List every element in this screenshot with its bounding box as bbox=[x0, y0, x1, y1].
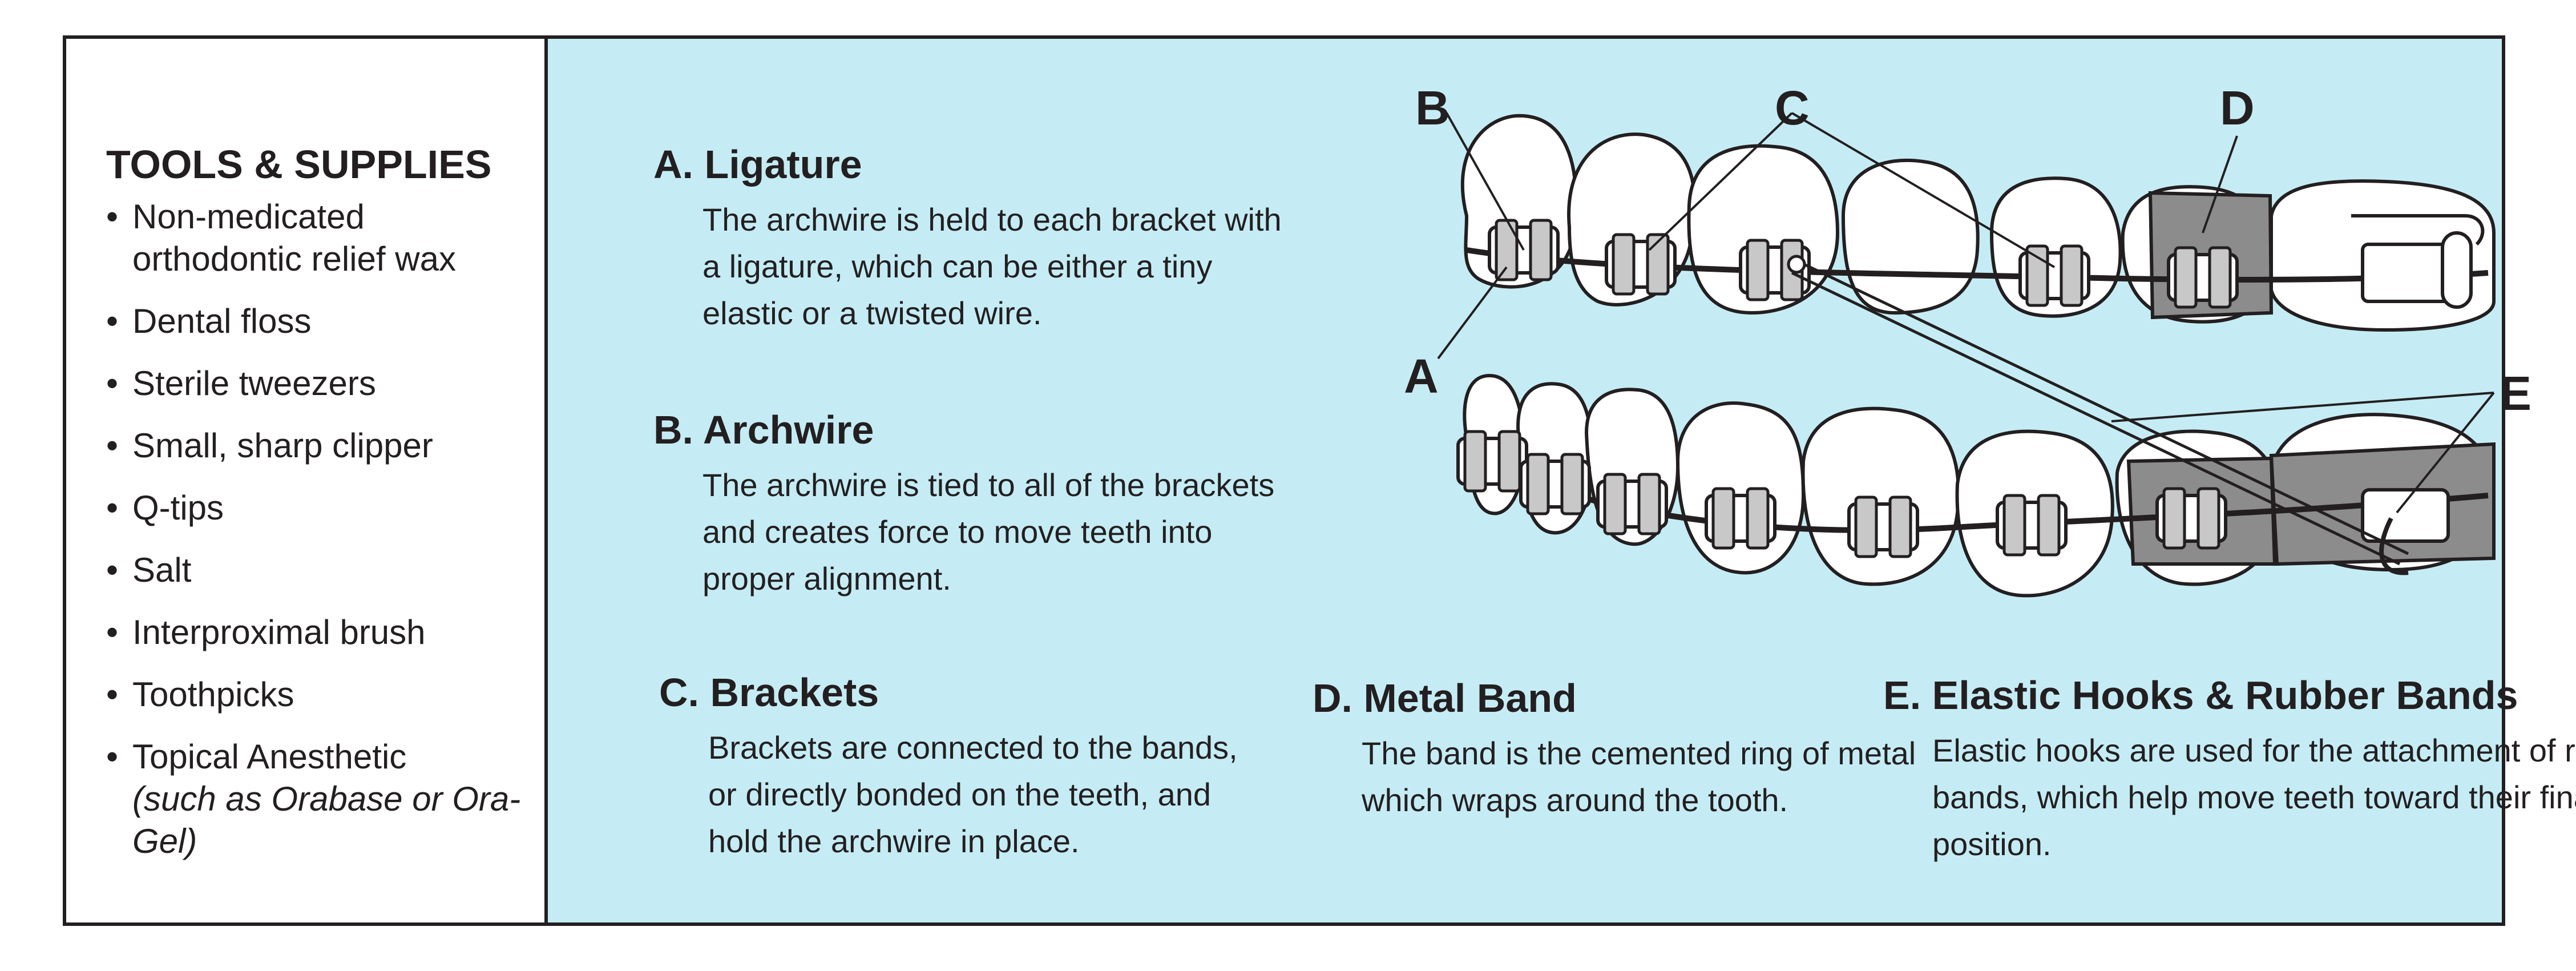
list-item: •Toothpicks bbox=[106, 674, 528, 716]
list-item: •Dental floss bbox=[106, 300, 528, 343]
section-elastic-hooks: E. Elastic Hooks & Rubber Bands Elastic … bbox=[1883, 672, 2576, 868]
section-heading: E. Elastic Hooks & Rubber Bands bbox=[1883, 673, 2518, 718]
callout-c: C bbox=[1775, 81, 1810, 135]
section-text: The archwire is held to each bracket wit… bbox=[702, 202, 1282, 331]
list-item: •Salt bbox=[106, 549, 528, 591]
bullet-icon: • bbox=[106, 198, 119, 236]
elastic-hook bbox=[2361, 488, 2450, 575]
bullet-icon: • bbox=[106, 738, 119, 776]
list-item: •Sterile tweezers bbox=[106, 362, 528, 405]
braces-info-card: TOOLS & SUPPLIES •Non-medicated orthodon… bbox=[63, 35, 2576, 926]
lower-bracket bbox=[1706, 489, 1775, 548]
section-heading: C. Brackets bbox=[659, 670, 879, 715]
section-text: The archwire is tied to all of the brack… bbox=[702, 467, 1275, 597]
rubber-band bbox=[1787, 255, 2409, 566]
section-ligature: A. Ligature The archwire is held to each… bbox=[653, 142, 1293, 337]
list-item: •Non-medicated orthodontic relief wax bbox=[106, 196, 528, 280]
list-item-note: (such as Orabase or Ora-Gel) bbox=[132, 780, 521, 860]
tools-supplies-panel: TOOLS & SUPPLIES •Non-medicated orthodon… bbox=[66, 39, 548, 922]
bullet-icon: • bbox=[106, 364, 119, 402]
section-heading: D. Metal Band bbox=[1313, 676, 1577, 720]
bullet-icon: • bbox=[106, 426, 119, 465]
list-item: •Interproximal brush bbox=[106, 611, 528, 654]
lower-bracket bbox=[1997, 495, 2066, 555]
section-metal-band: D. Metal Band The band is the cemented r… bbox=[1313, 675, 1917, 824]
lower-bracket bbox=[1598, 474, 1666, 534]
lower-bracket bbox=[1458, 432, 1527, 491]
list-item: •Small, sharp clipper bbox=[106, 425, 528, 467]
upper-bracket bbox=[2169, 248, 2237, 307]
section-text: Brackets are connected to the bands, or … bbox=[708, 730, 1238, 859]
bullet-icon: • bbox=[106, 613, 119, 651]
braces-diagram: B C D A E bbox=[1404, 81, 2531, 598]
tools-title: TOOLS & SUPPLIES bbox=[106, 142, 492, 187]
section-archwire: B. Archwire The archwire is tied to all … bbox=[653, 407, 1293, 602]
list-item: •Topical Anesthetic(such as Orabase or O… bbox=[106, 736, 528, 863]
section-heading: B. Archwire bbox=[653, 408, 874, 452]
braces-parts-panel: A. Ligature The archwire is held to each… bbox=[548, 39, 2576, 922]
molar-tube bbox=[2351, 214, 2485, 309]
callout-e: E bbox=[2500, 366, 2531, 420]
section-heading: A. Ligature bbox=[653, 142, 862, 187]
bullet-icon: • bbox=[106, 302, 119, 340]
lower-bracket bbox=[2157, 489, 2226, 548]
bullet-icon: • bbox=[106, 489, 119, 527]
lower-bracket bbox=[1849, 497, 1917, 557]
callout-labels: B C D A E bbox=[1404, 81, 2531, 420]
upper-bracket bbox=[1606, 235, 1675, 294]
callout-d: D bbox=[2220, 81, 2255, 135]
section-brackets: C. Brackets Brackets are connected to th… bbox=[659, 670, 1264, 865]
callout-b: B bbox=[1415, 81, 1450, 135]
upper-bracket bbox=[2020, 246, 2089, 305]
bullet-icon: • bbox=[106, 551, 119, 589]
callout-lines bbox=[1437, 112, 2495, 514]
tools-list: •Non-medicated orthodontic relief wax •D… bbox=[106, 196, 528, 883]
callout-a: A bbox=[1404, 349, 1439, 403]
bullet-icon: • bbox=[106, 675, 119, 714]
section-text: The band is the cemented ring of metal w… bbox=[1362, 735, 1916, 818]
lower-bracket bbox=[1521, 454, 1589, 514]
section-text: Elastic hooks are used for the attachmen… bbox=[1932, 732, 2576, 862]
list-item: •Q-tips bbox=[106, 487, 528, 529]
